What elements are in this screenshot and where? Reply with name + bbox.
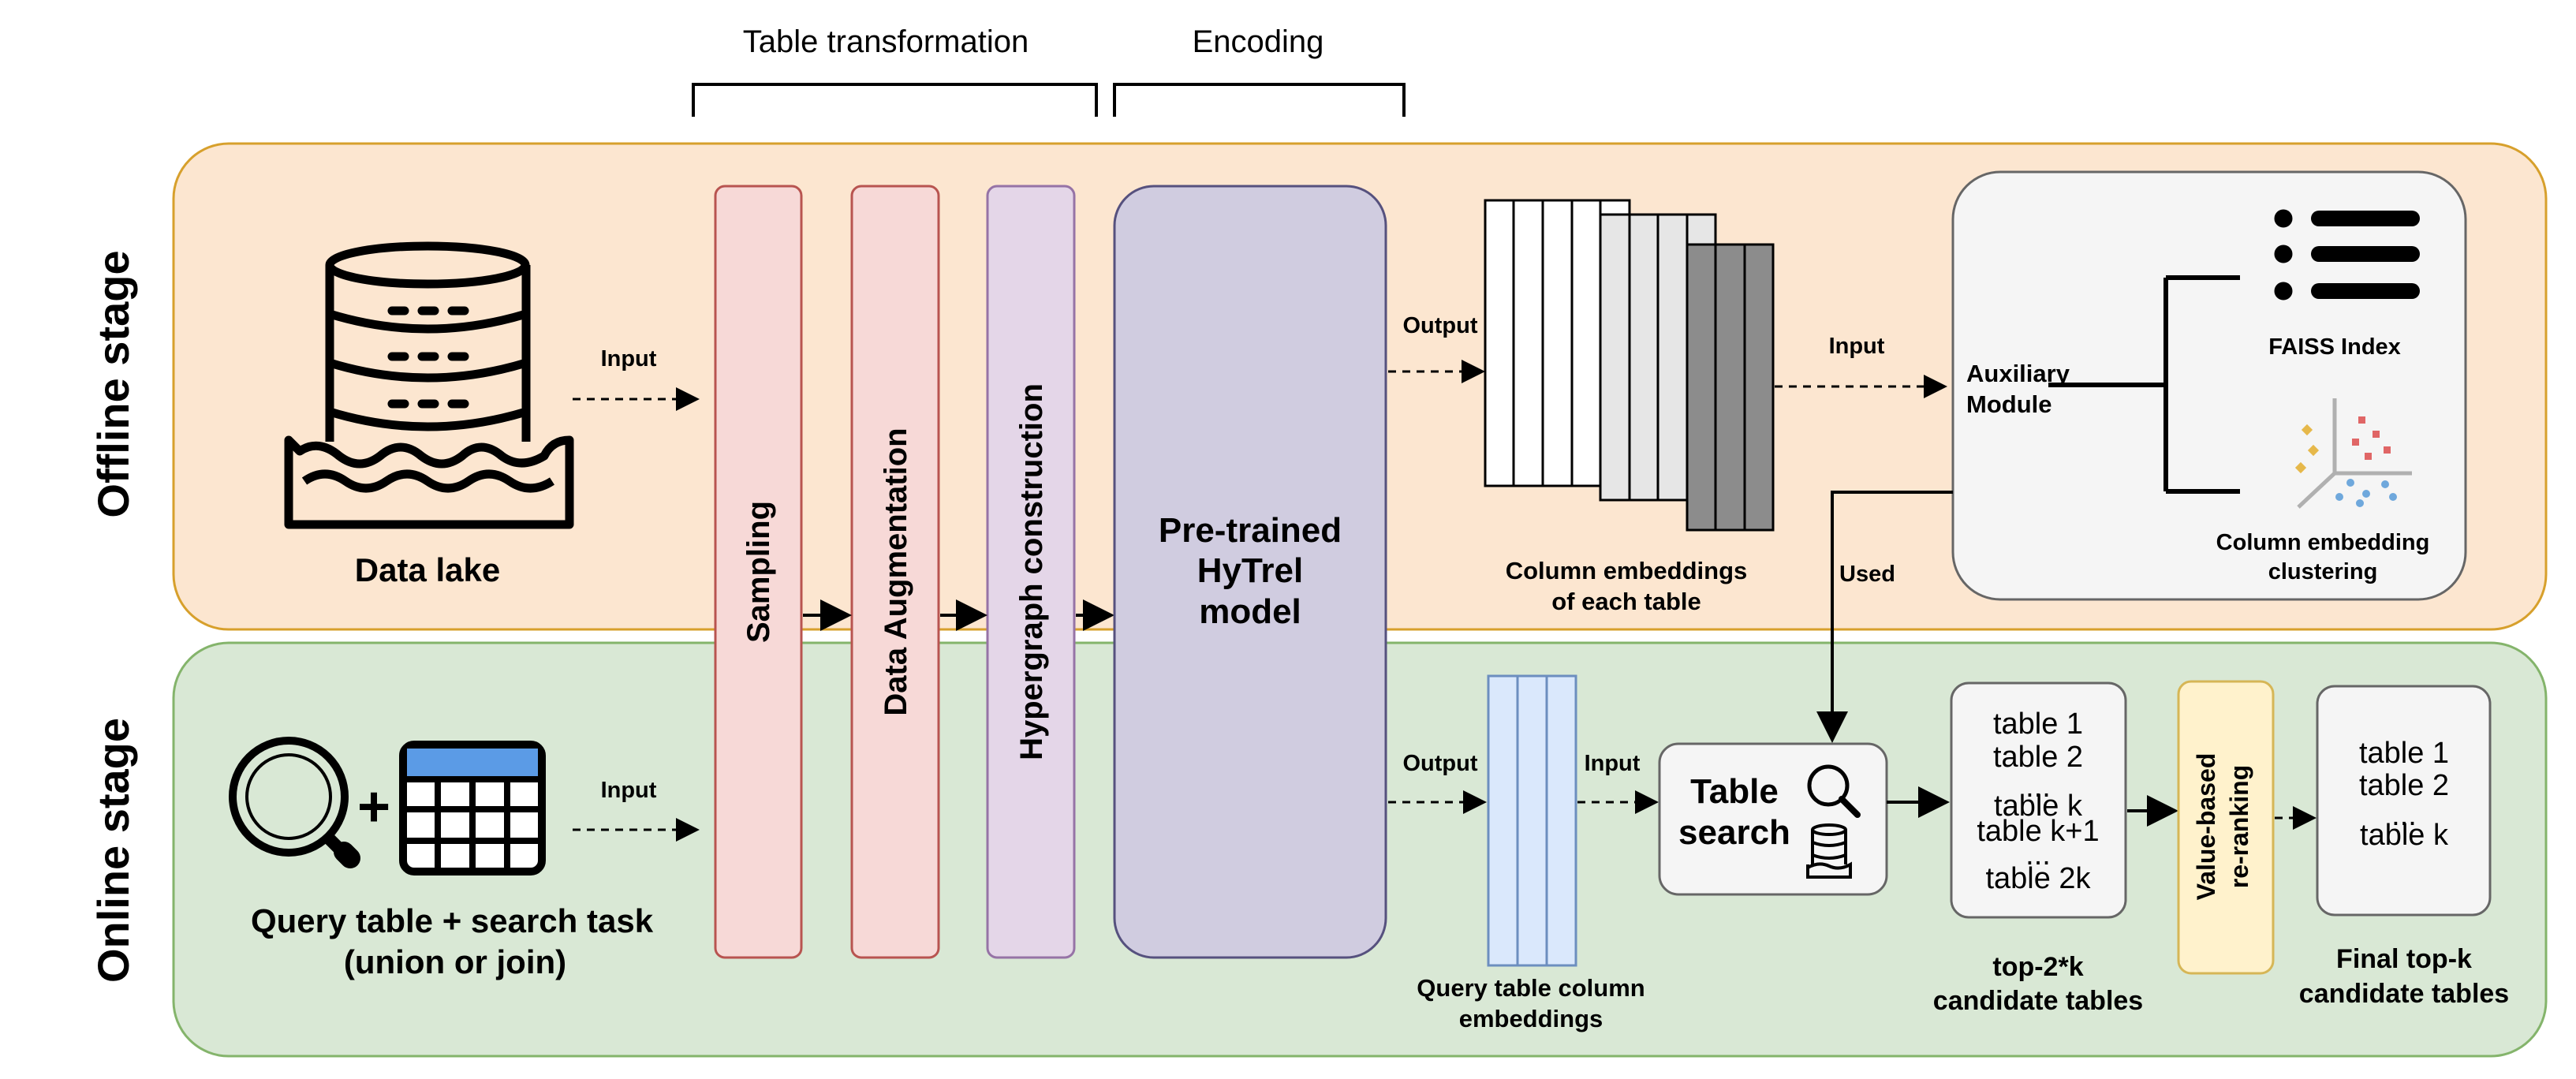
- online-output-label: Output: [1402, 751, 1477, 776]
- candidate-ellipsis-2: ...: [2025, 838, 2051, 872]
- auxiliary-module-panel: [1951, 170, 2467, 601]
- bracket-transformation: [692, 83, 1098, 117]
- bracket-encoding: [1113, 83, 1406, 117]
- auxiliary-label-line2: Module: [1966, 390, 2052, 418]
- hypergraph-bar: [986, 185, 1076, 959]
- column-embeddings-stack: [1484, 199, 1775, 532]
- candidates-box: [1950, 681, 2127, 919]
- sampling-label: Sampling: [741, 501, 776, 643]
- candidate-ellipsis-1: ...: [2025, 771, 2051, 804]
- final-caption-line2: candidate tables: [2299, 979, 2509, 1009]
- water-icon: [284, 435, 574, 529]
- used-connector-arrow: [1816, 491, 1953, 743]
- rerank-label-line2: re-ranking: [2225, 765, 2253, 888]
- encoder-label-line2: HyTrel: [1197, 551, 1304, 590]
- auxiliary-branch-connector: [2048, 275, 2240, 494]
- final-tables-box: [2316, 685, 2492, 917]
- online-input2-label: Input: [1585, 751, 1641, 776]
- candidate-table-2: table 2: [1993, 741, 2083, 774]
- query-embeddings-caption-line1: Query table column: [1417, 974, 1645, 1002]
- augmentation-bar: [850, 185, 940, 959]
- online-stage-label: Online stage: [88, 718, 138, 983]
- header-encoding: Encoding: [1193, 24, 1324, 59]
- encoder-label-line1: Pre-trained: [1159, 511, 1342, 550]
- online-input-label: Input: [601, 778, 657, 803]
- used-label: Used: [1839, 562, 1895, 587]
- clustering-label-line1: Column embedding: [2216, 530, 2430, 555]
- final-table-1: table 1: [2359, 737, 2449, 770]
- rerank-box: [2177, 680, 2275, 975]
- list-icon: [2274, 209, 2420, 301]
- candidate-table-1: table 1: [1993, 708, 2083, 741]
- table-search-label-line1: Table: [1690, 772, 1779, 811]
- query-embeddings-stack: [1487, 674, 1577, 967]
- hypergraph-label: Hypergraph construction: [1014, 383, 1049, 760]
- sampling-bar: [714, 185, 803, 959]
- database-icon: [325, 241, 531, 442]
- candidate-table-2k: table 2k: [1985, 862, 2091, 895]
- search-icon: [1807, 764, 1861, 818]
- query-label-line1: Query table + search task: [251, 902, 654, 939]
- candidates-caption-line2: candidate tables: [1933, 986, 2143, 1016]
- header-table-transformation: Table transformation: [743, 24, 1029, 59]
- scatter-plot-icon: [2294, 398, 2412, 509]
- column-embeddings-caption-line2: of each table: [1551, 588, 1701, 615]
- augmentation-label: Data Augmentation: [879, 427, 913, 715]
- offline-stage-label: Offline stage: [88, 250, 138, 517]
- clustering-label-line2: clustering: [2268, 559, 2378, 584]
- query-label-line2: (union or join): [344, 943, 566, 980]
- table-grid-icon: [399, 741, 546, 876]
- encoder-box: [1113, 185, 1387, 959]
- final-ellipsis: ...: [2391, 799, 2417, 832]
- final-table-k: table k: [2360, 819, 2449, 852]
- data-lake-label: Data lake: [355, 551, 500, 588]
- final-caption-line1: Final top-k: [2336, 944, 2472, 974]
- candidates-caption-line1: top-2*k: [1992, 952, 2083, 982]
- plus-sign: +: [357, 775, 390, 838]
- rerank-label-line1: Value-based: [2192, 753, 2220, 901]
- column-embeddings-caption-line1: Column embeddings: [1506, 557, 1748, 584]
- final-table-2: table 2: [2359, 769, 2449, 802]
- database-mini-icon: [1806, 823, 1852, 879]
- encoder-label-line3: model: [1199, 592, 1301, 631]
- magnifier-icon: [229, 737, 360, 868]
- offline-input2-label: Input: [1829, 334, 1885, 359]
- table-search-label-line2: search: [1678, 813, 1790, 852]
- offline-output-label: Output: [1402, 313, 1477, 338]
- candidate-table-k1: table k+1: [1977, 815, 2099, 848]
- faiss-index-label: FAISS Index: [2268, 334, 2401, 360]
- offline-input-label: Input: [601, 346, 657, 371]
- candidate-table-k: table k: [1994, 790, 2083, 823]
- query-embeddings-caption-line2: embeddings: [1459, 1005, 1603, 1032]
